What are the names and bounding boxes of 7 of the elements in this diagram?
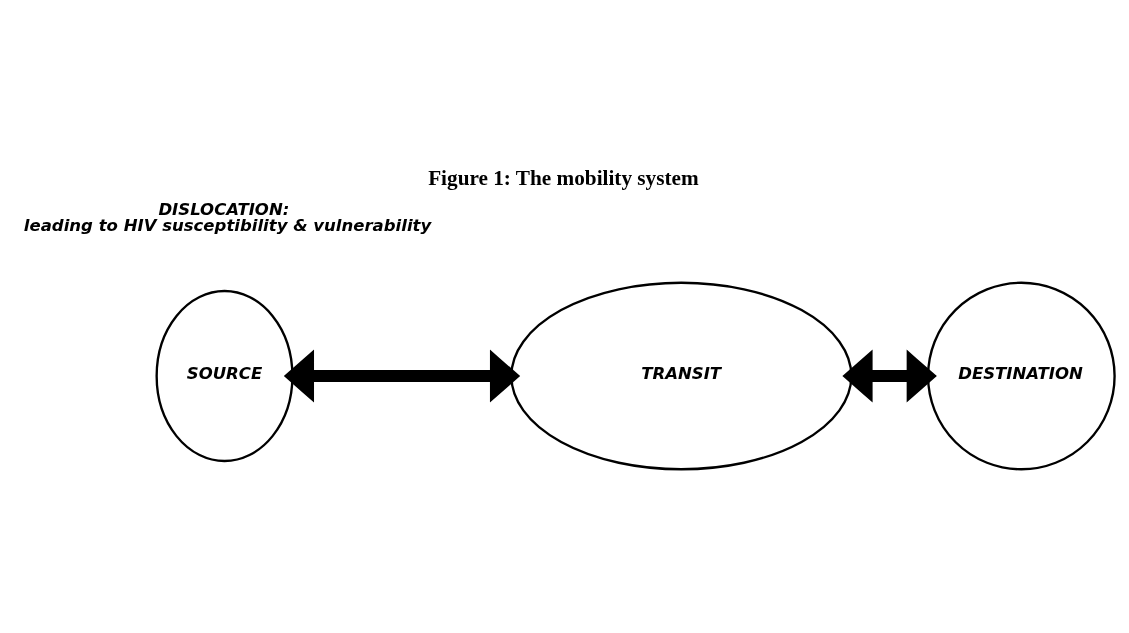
node-circle: DESTINATION [926,281,1116,470]
node-ellipse: TRANSIT [510,281,853,470]
label: DISLOCATION: leading to HIV susceptibility & vulnerability [23,199,432,235]
node-ellipse: SOURCE [155,289,294,462]
diagram-title: Figure 1: The mobility system [428,165,699,190]
arrow [283,349,521,402]
arrow [842,349,937,402]
